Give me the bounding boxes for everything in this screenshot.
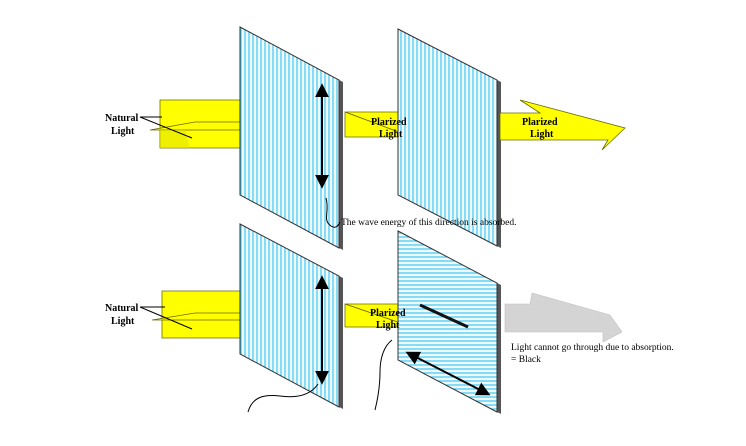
natural-light-label-bottom: Natural Light (105, 303, 193, 330)
polarizer-filter-1-bottom (239, 223, 343, 409)
top-scene: Natural Light Plarized Light Plarized Li… (105, 26, 626, 250)
polarized-light-label-top-2: Plarized Light (522, 117, 558, 140)
natural-light-label-top: Natural Light (105, 113, 193, 139)
svg-text:Light cannot go through due to: Light cannot go through due to absorptio… (511, 343, 674, 353)
svg-text:The wave energy of this direct: The wave energy of this direction is abs… (341, 217, 517, 228)
crossed-polarizer-filter-bottom (397, 230, 501, 414)
result-annotation: Light cannot go through due to absorptio… (511, 343, 674, 365)
blocked-light-beam (504, 292, 623, 343)
svg-text:Plarized: Plarized (371, 117, 407, 128)
bottom-scene: Natural Light Plarized Light Light canno… (105, 223, 674, 414)
svg-text:Light: Light (111, 316, 135, 327)
absorption-edge-line (419, 303, 469, 329)
svg-text:Light: Light (530, 129, 554, 140)
svg-text:= Black: = Black (511, 355, 541, 365)
diagonal-double-arrow-icon (405, 351, 491, 396)
callout-curve-left (247, 383, 319, 413)
polarizer-filter-2-top (397, 28, 501, 248)
svg-text:Light: Light (111, 126, 135, 137)
polarized-light-label-top-1: Plarized Light (371, 117, 407, 140)
polarized-light-label-bottom: Plarized Light (370, 308, 406, 331)
svg-text:Light: Light (376, 320, 400, 331)
callout-curve-middle (374, 339, 393, 411)
absorbed-direction-annotation: The wave energy of this direction is abs… (325, 197, 517, 228)
polarized-light-beam-top-2 (499, 99, 626, 151)
svg-text:Plarized: Plarized (370, 308, 406, 319)
svg-text:Natural: Natural (105, 113, 139, 124)
svg-text:Natural: Natural (105, 303, 139, 314)
svg-text:Plarized: Plarized (522, 117, 558, 128)
svg-text:Light: Light (379, 129, 403, 140)
